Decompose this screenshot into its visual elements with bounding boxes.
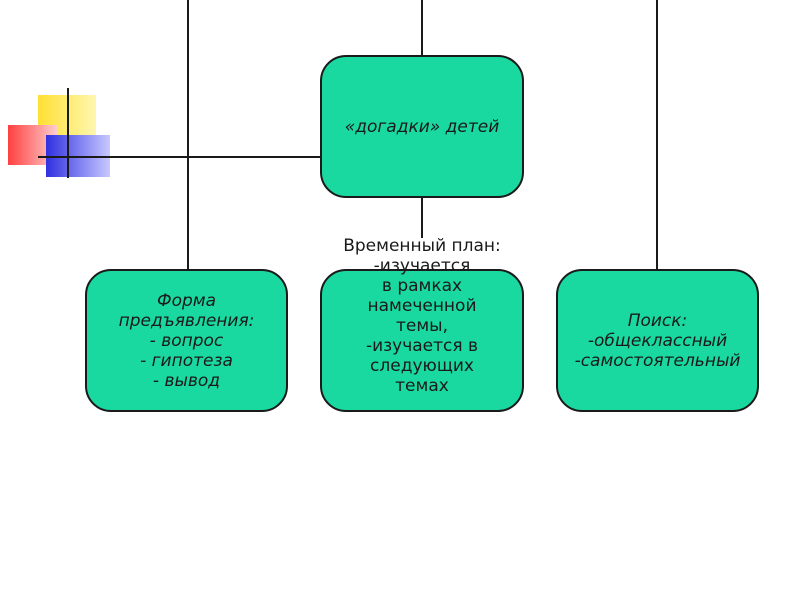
connector-lines [38,0,760,270]
center-node: «догадки» детей [320,55,524,198]
time-plan-text: Временный план: -изучается в рамках наме… [343,236,501,396]
right-node: Поиск: -общеклассный -самостоятельный [556,269,759,412]
left-node: Форма предъявления: - вопрос - гипотеза … [85,269,288,412]
decorative-blocks [8,88,110,178]
left-node-label: Форма предъявления: - вопрос - гипотеза … [118,290,255,391]
right-node-label: Поиск: -общеклассный -самостоятельный [574,310,741,371]
center-node-label: «догадки» детей [344,116,500,137]
middle-node [320,269,524,412]
